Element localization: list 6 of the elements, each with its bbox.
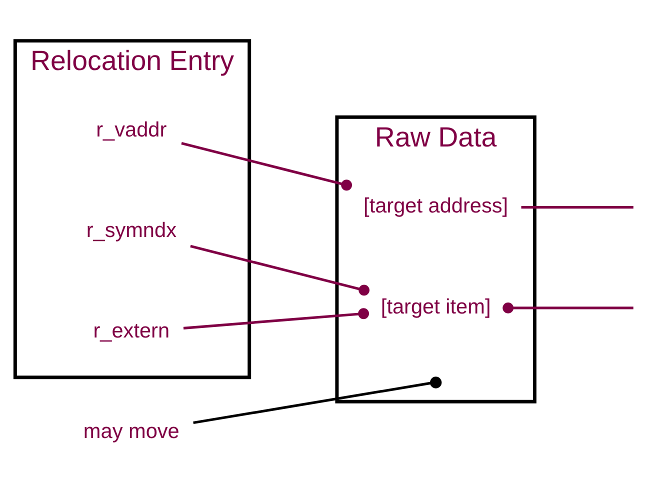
node-text: [target address] <box>364 194 508 218</box>
node-text: r_symndx <box>86 219 176 242</box>
node-text: r_extern <box>93 320 170 343</box>
node-text: r_vaddr <box>96 118 167 142</box>
node-text: [target item] <box>380 295 491 318</box>
node-text: may move <box>83 420 180 444</box>
